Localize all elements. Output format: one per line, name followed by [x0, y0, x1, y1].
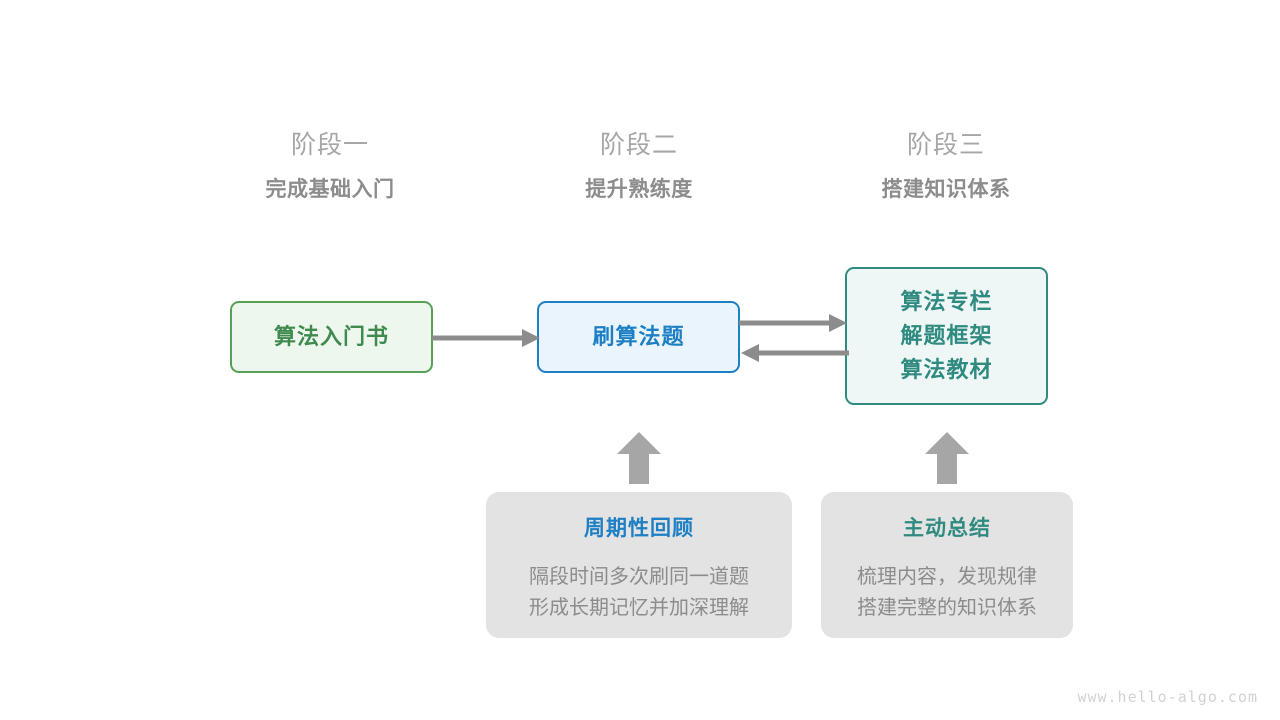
arrow-summary-to-system [925, 432, 969, 484]
stage-subtitle-3: 搭建知识体系 [881, 178, 1011, 201]
node-intro-book[interactable]: 算法入门书 [230, 301, 433, 373]
arrow-review-to-practice [617, 432, 661, 484]
card-periodic-review-body-line-2: 形成长期记忆并加深理解 [529, 597, 749, 619]
card-active-summary-body-line-2: 搭建完整的知识体系 [857, 597, 1037, 619]
stage-subtitle-2: 提升熟练度 [585, 178, 693, 201]
card-periodic-review-title: 周期性回顾 [584, 517, 694, 540]
node-practice-problems[interactable]: 刷算法题 [537, 301, 740, 373]
arrow-system-to-practice [741, 344, 849, 362]
stage-title-1: 阶段一 [290, 131, 369, 159]
stage-title-2: 阶段二 [599, 131, 678, 159]
arrow-practice-to-system [739, 314, 847, 332]
card-active-summary-body: 梳理内容，发现规律 搭建完整的知识体系 [857, 562, 1037, 624]
watermark: www.hello-algo.com [1077, 688, 1258, 706]
card-active-summary[interactable]: 主动总结 梳理内容，发现规律 搭建完整的知识体系 [821, 492, 1073, 638]
node-knowledge-system[interactable]: 算法专栏 解题框架 算法教材 [845, 267, 1048, 405]
card-active-summary-body-line-1: 梳理内容，发现规律 [857, 566, 1037, 588]
node-intro-book-label: 算法入门书 [273, 324, 389, 349]
stage-header-1: 阶段一 完成基础入门 [200, 128, 460, 206]
node-practice-problems-label: 刷算法题 [592, 324, 685, 349]
arrow-book-to-practice [432, 329, 540, 347]
node-knowledge-system-line-2: 解题框架 [900, 323, 993, 348]
stage-subtitle-1: 完成基础入门 [265, 178, 395, 201]
card-periodic-review-body-line-1: 隔段时间多次刷同一道题 [529, 566, 749, 588]
node-knowledge-system-line-1: 算法专栏 [900, 289, 993, 314]
stage-title-3: 阶段三 [906, 131, 985, 159]
card-periodic-review[interactable]: 周期性回顾 隔段时间多次刷同一道题 形成长期记忆并加深理解 [486, 492, 792, 638]
node-knowledge-system-line-3: 算法教材 [900, 357, 993, 382]
card-active-summary-title: 主动总结 [903, 517, 991, 540]
stage-header-2: 阶段二 提升熟练度 [509, 128, 769, 206]
card-periodic-review-body: 隔段时间多次刷同一道题 形成长期记忆并加深理解 [529, 562, 749, 624]
stage-header-3: 阶段三 搭建知识体系 [816, 128, 1076, 206]
